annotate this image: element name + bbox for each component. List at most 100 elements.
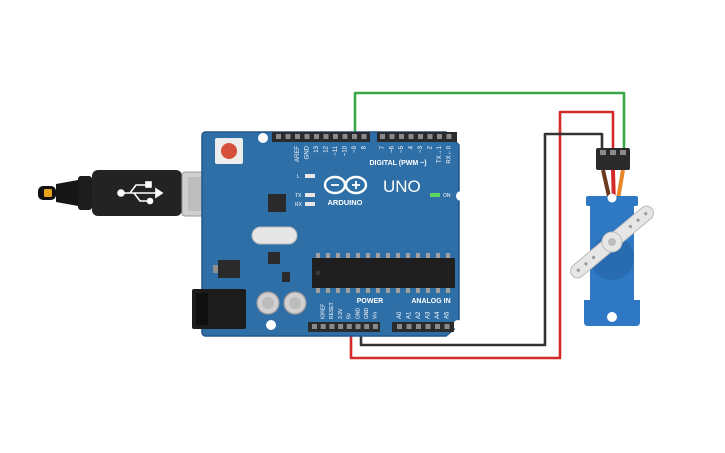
digital-pin-hole[interactable] — [361, 134, 367, 139]
digital-pin-hole[interactable] — [314, 134, 319, 139]
digital-pin-hole[interactable] — [389, 134, 395, 139]
analog-pin-label: A2 — [416, 311, 422, 319]
analog-pin-hole[interactable] — [416, 324, 421, 329]
bottom-pin-holes — [312, 324, 450, 329]
digital-pin-label: 12 — [324, 145, 330, 152]
digital-pin-label: ~6 — [390, 145, 396, 153]
tx-led-label: TX — [295, 193, 302, 199]
analog-pin-label: A5 — [445, 311, 451, 319]
analog-pin-label: A4 — [435, 311, 441, 319]
analog-pin-hole[interactable] — [425, 324, 431, 329]
voltage-regulator — [218, 260, 240, 278]
digital-pin-label: RX←0 — [447, 145, 453, 163]
power-pin-label: 3.3V — [338, 308, 344, 319]
mount-hole — [258, 133, 268, 143]
power-pin-hole[interactable] — [364, 324, 370, 329]
digital-pin-label: TX→1 — [437, 145, 443, 163]
analog-header — [392, 322, 454, 332]
servo-motor[interactable] — [568, 148, 657, 326]
on-led-label: ON — [443, 193, 451, 199]
digital-pin-hole[interactable] — [333, 134, 338, 139]
power-pin-hole[interactable] — [346, 324, 352, 329]
usb-cable-tip — [44, 189, 52, 197]
digital-pin-hole[interactable] — [418, 134, 423, 139]
digital-header-right — [377, 132, 457, 142]
digital-pin-label: ~5 — [399, 145, 405, 153]
power-pin-label: Vin — [373, 312, 379, 319]
digital-pin-hole[interactable] — [304, 134, 310, 139]
power-pin-label: IOREF — [321, 304, 327, 319]
wires — [349, 91, 626, 360]
digital-pin-label: ~9 — [352, 145, 358, 153]
digital-pin-hole[interactable] — [342, 134, 348, 139]
digital-pin-label: GND — [305, 145, 311, 159]
analog-pin-label: A0 — [397, 311, 403, 319]
digital-pin-label: 13 — [314, 145, 320, 152]
model-label: UNO — [383, 177, 421, 196]
power-pin-label: RESET — [329, 302, 335, 319]
digital-pin-label: AREF — [295, 146, 301, 162]
digital-pin-holes — [276, 134, 452, 139]
analog-pin-hole[interactable] — [444, 324, 450, 329]
l-led — [305, 174, 315, 178]
digital-pin-hole[interactable] — [323, 134, 329, 139]
usb-chip — [268, 194, 286, 212]
digital-pin-label: ~3 — [418, 145, 424, 153]
power-wire[interactable] — [349, 110, 615, 360]
power-pin-label: GND — [355, 308, 361, 320]
ground-wire[interactable] — [359, 132, 604, 347]
reset-button[interactable] — [221, 143, 237, 159]
mount-hole — [456, 191, 466, 201]
power-pin-hole[interactable] — [329, 324, 335, 329]
digital-pin-label: 2 — [428, 145, 434, 149]
analog-pin-label: A1 — [407, 311, 413, 319]
digital-pin-hole[interactable] — [427, 134, 433, 139]
digital-pin-hole[interactable] — [380, 134, 385, 139]
rx-led — [305, 202, 315, 206]
analog-label: ANALOG IN — [411, 298, 450, 305]
digital-pin-hole[interactable] — [352, 134, 357, 139]
digital-pin-hole[interactable] — [408, 134, 414, 139]
tx-led — [305, 193, 315, 197]
power-header — [308, 322, 380, 332]
l-led-label: L — [297, 174, 300, 180]
digital-pin-hole[interactable] — [437, 134, 442, 139]
tiny-chip — [282, 272, 290, 282]
usb-icon — [117, 181, 164, 205]
digital-pin-hole[interactable] — [276, 134, 281, 139]
power-pin-label: 5V — [347, 312, 353, 319]
digital-pin-label: ~10 — [343, 145, 349, 156]
arduino-infinity-logo — [323, 175, 368, 195]
signal-wire[interactable] — [353, 91, 626, 148]
digital-pin-label: ~11 — [333, 145, 339, 155]
power-pin-hole[interactable] — [320, 324, 326, 329]
rx-led-label: RX — [295, 202, 303, 208]
power-pin-hole[interactable] — [372, 324, 378, 329]
analog-pin-label: A3 — [426, 311, 432, 319]
analog-pin-hole[interactable] — [435, 324, 440, 329]
power-pin-hole[interactable] — [355, 324, 361, 329]
brand-label: ARDUINO — [328, 198, 363, 207]
mount-hole — [266, 320, 276, 330]
small-chip — [268, 252, 280, 264]
power-pin-hole[interactable] — [338, 324, 344, 329]
power-pin-label: GND — [364, 308, 370, 320]
chip-pins — [316, 253, 450, 293]
analog-pin-hole[interactable] — [397, 324, 402, 329]
on-led — [430, 193, 440, 197]
digital-pin-hole[interactable] — [399, 134, 404, 139]
digital-pin-hole[interactable] — [446, 134, 452, 139]
digital-pin-hole[interactable] — [295, 134, 300, 139]
digital-pin-hole[interactable] — [285, 134, 291, 139]
atmega-chip — [312, 258, 455, 288]
analog-pin-hole[interactable] — [406, 324, 412, 329]
digital-pin-label: 4 — [409, 145, 415, 149]
power-pin-hole[interactable] — [312, 324, 317, 329]
digital-label: DIGITAL (PWM ~) — [369, 160, 426, 167]
digital-pin-label: 8 — [362, 145, 368, 149]
power-label: POWER — [357, 298, 383, 305]
